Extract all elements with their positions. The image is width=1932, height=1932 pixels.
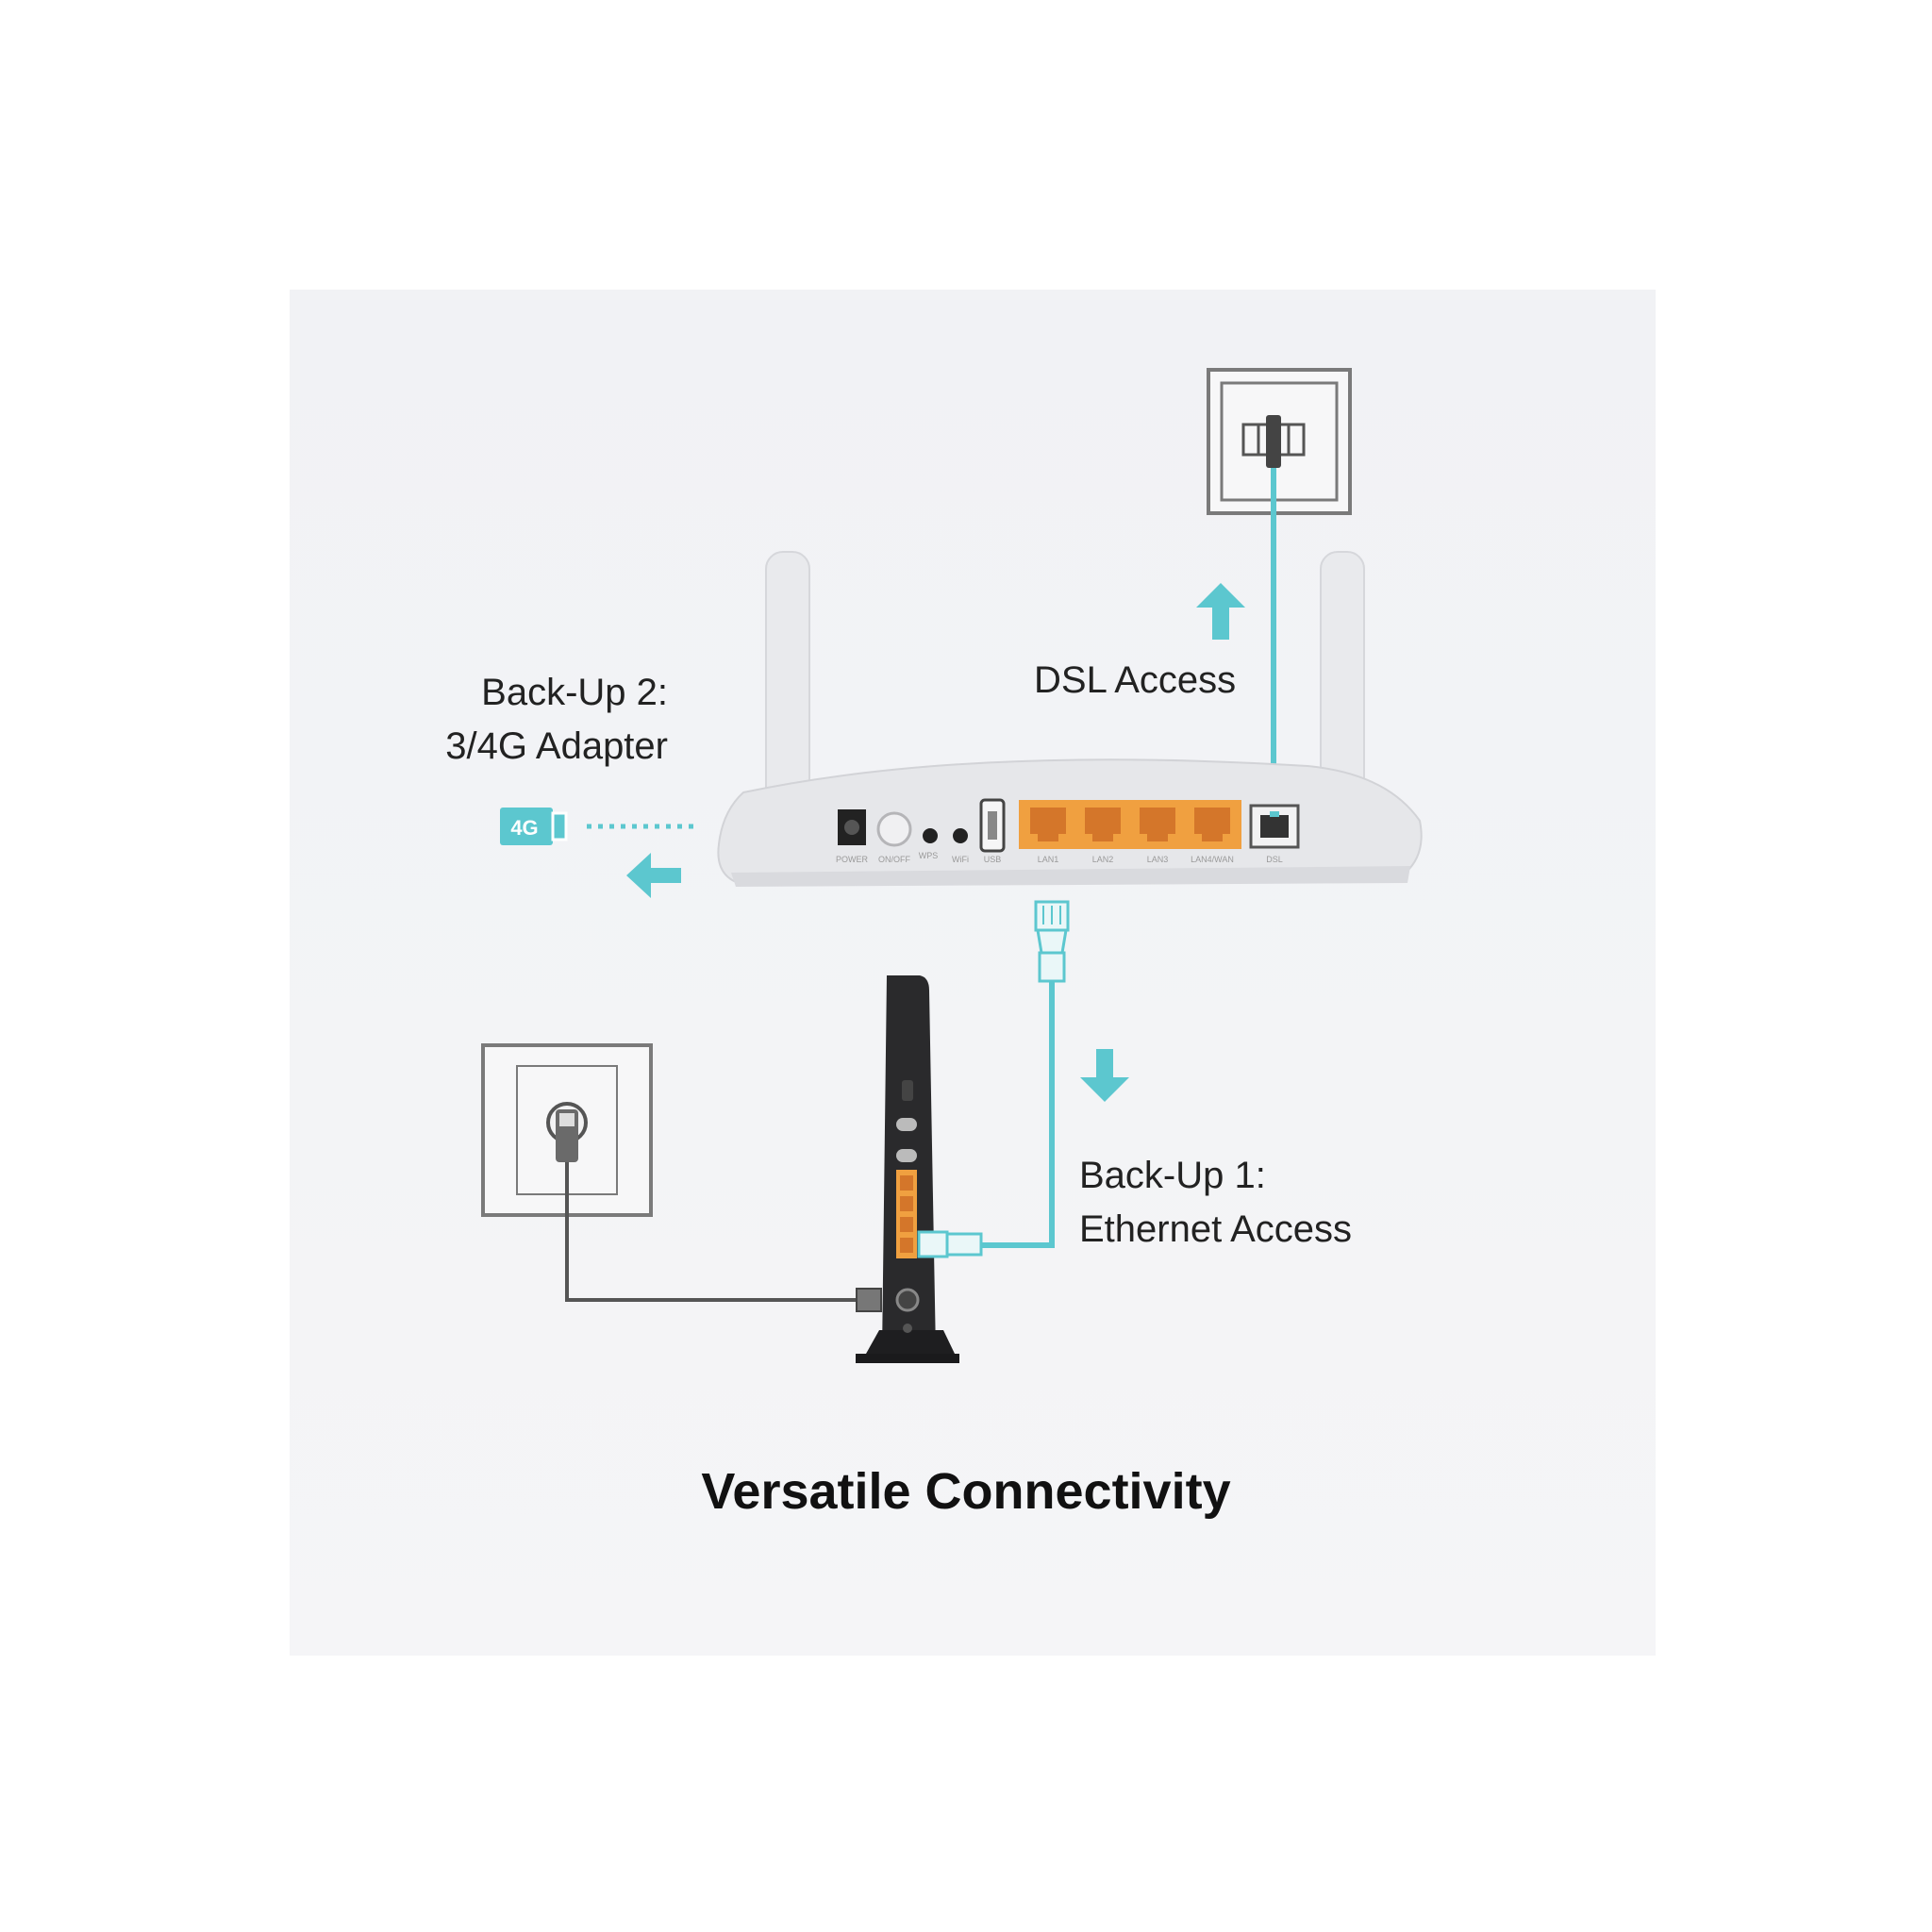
svg-text:USB: USB <box>984 855 1002 864</box>
svg-text:LAN4/WAN: LAN4/WAN <box>1191 855 1234 864</box>
ethernet-cable <box>981 981 1055 1248</box>
coax-cable <box>565 1162 860 1302</box>
wps-button <box>923 828 938 843</box>
background-panel <box>290 290 1656 1656</box>
cable-modem <box>856 975 959 1363</box>
svg-text:LAN3: LAN3 <box>1147 855 1169 864</box>
backup1-label: Back-Up 1: Ethernet Access <box>1079 1149 1352 1257</box>
backup2-line1: Back-Up 2: <box>481 672 668 713</box>
svg-text:DSL: DSL <box>1266 855 1283 864</box>
svg-text:WiFi: WiFi <box>952 855 969 864</box>
svg-text:LAN1: LAN1 <box>1038 855 1059 864</box>
modem-ethernet-plug <box>917 1230 983 1258</box>
backup2-line2: 3/4G Adapter <box>445 725 668 767</box>
svg-text:WPS: WPS <box>919 851 939 860</box>
arrow-up-icon <box>1196 583 1245 640</box>
ethernet-plug-icon <box>1034 900 1070 983</box>
svg-text:LAN2: LAN2 <box>1092 855 1114 864</box>
svg-text:POWER: POWER <box>836 855 869 864</box>
caption-title: Versatile Connectivity <box>701 1463 1231 1520</box>
backup1-line1: Back-Up 1: <box>1079 1155 1266 1196</box>
router: POWER ON/OFF WPS WiFi USB LAN1 LAN2 LAN3… <box>717 758 1423 887</box>
svg-text:ON/OFF: ON/OFF <box>878 855 910 864</box>
wifi-button <box>953 828 968 843</box>
arrow-left-icon <box>626 853 681 898</box>
arrow-down-icon <box>1080 1049 1129 1102</box>
backup1-line2: Ethernet Access <box>1079 1208 1353 1250</box>
svg-text:4G: 4G <box>510 816 538 840</box>
dsl-access-label: DSL Access <box>1034 659 1237 701</box>
backup2-label: Back-Up 2: 3/4G Adapter <box>445 666 668 774</box>
phone-wall-socket-icon <box>1207 368 1352 515</box>
usb-4g-adapter-icon: 4G <box>500 808 568 845</box>
power-button-icon <box>876 811 912 847</box>
